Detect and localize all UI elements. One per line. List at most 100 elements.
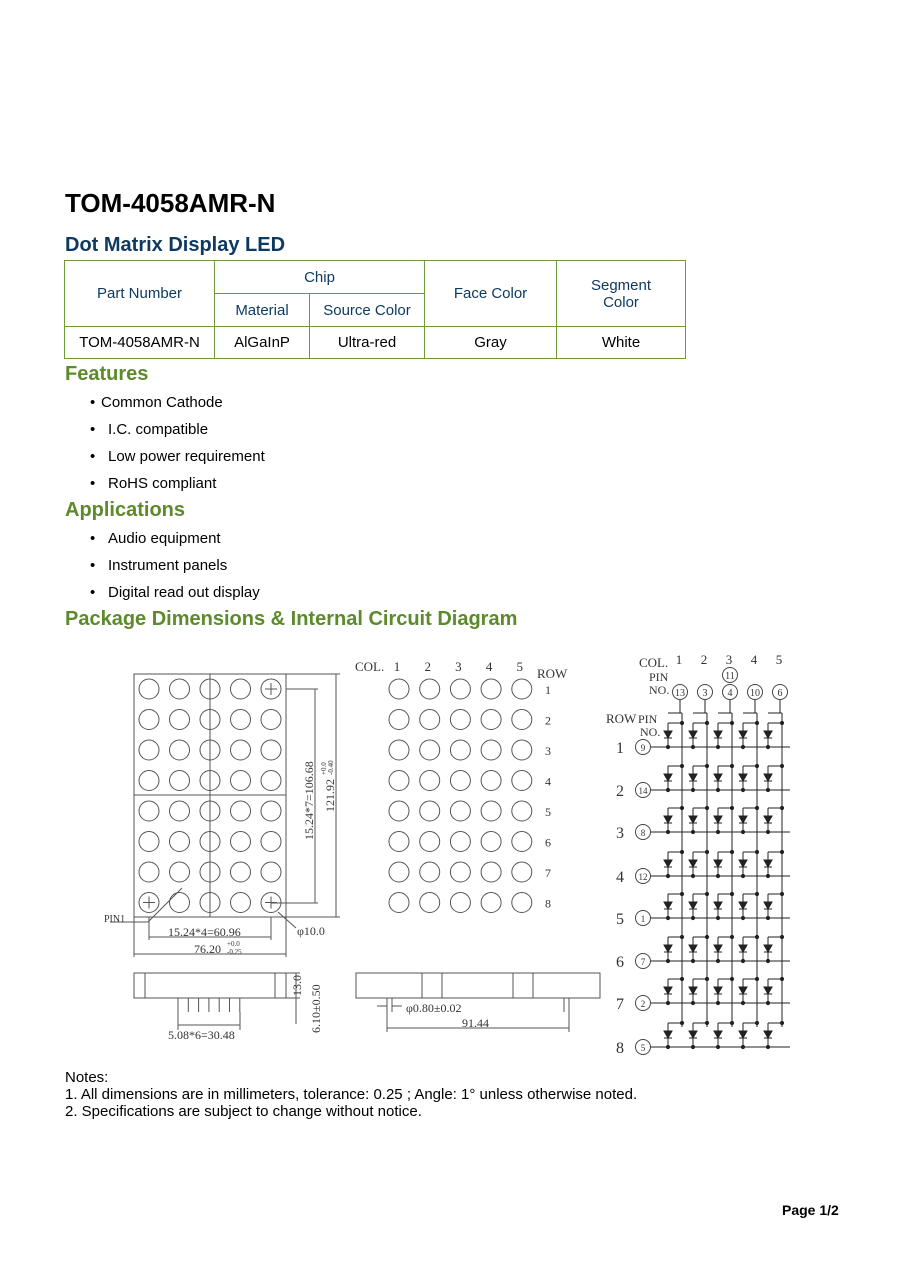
row-pin-number: 8 [641,828,646,838]
junction [779,763,785,769]
dot-outline [260,861,282,883]
junction [715,1000,721,1006]
junction [754,849,760,855]
matrix-row-number: 5 [545,805,551,819]
dim-height: 121.92 [323,779,337,812]
pin1-label: PIN1 [104,914,125,925]
dot-outline [199,861,221,883]
row-pin-number: 1 [641,914,646,924]
junction [690,787,696,793]
matrix-dot [388,678,410,700]
led-diode [763,901,773,911]
th-material: Material [214,293,310,327]
junction [729,849,735,855]
col-pin-number: 13 [675,688,685,699]
junction [679,976,685,982]
junction [665,873,671,879]
junction [740,873,746,879]
col-pin-circle [697,684,713,700]
col-pin-circle [672,684,688,700]
junction [665,829,671,835]
led-diode [688,944,698,954]
junction [665,1000,671,1006]
col-pin-circle [722,684,738,700]
matrix-dot [449,831,471,852]
dot-outline [169,770,190,791]
dot-outline [230,709,251,730]
dot-outline [230,739,251,761]
junction [679,763,685,769]
junction [740,1000,746,1006]
circuit-col-number: 5 [776,652,783,667]
junction [729,976,735,982]
row-pin-number: 5 [641,1043,646,1053]
led-diode [663,1030,673,1040]
led-diode [738,986,748,996]
page-number: Page 1/2 [782,1202,839,1218]
junction [729,891,735,897]
led-diode [763,815,773,825]
dot-outline [199,739,221,761]
matrix-row-number: 3 [545,744,551,758]
package-heading: Package Dimensions & Internal Circuit Di… [65,608,518,630]
led-diode [713,944,723,954]
dim-pitch-h: 15.24*4=60.96 [168,925,241,939]
dim-pitch-v: 15.24*7=106.68 [302,761,316,840]
junction [765,829,771,835]
dot-outline [260,831,282,852]
matrix-dot [480,831,502,852]
led-diode [763,859,773,869]
led-diode [663,901,673,911]
junction [690,744,696,750]
matrix-dot [419,800,441,822]
junction [765,873,771,879]
dim-height-tol-lower: -0.40 [327,760,335,775]
led-diode [688,901,698,911]
matrix-dot [480,739,502,761]
junction [779,891,785,897]
junction [740,915,746,921]
td-part-number: TOM-4058AMR-N [64,326,215,359]
row-pin-circle [635,782,651,798]
list-item: •RoHS compliant [90,475,217,492]
matrix-dot [449,709,471,730]
notes-title: Notes: [65,1069,109,1086]
junction [754,720,760,726]
junction [704,976,710,982]
td-material: AlGaInP [214,326,310,359]
junction [740,787,746,793]
circuit-row-number: 1 [616,740,624,757]
junction [765,744,771,750]
col-pin-circle [747,684,763,700]
led-diode [763,986,773,996]
matrix-dot [388,831,410,852]
junction [665,958,671,964]
row-pin-circle [635,824,651,840]
led-diode [663,730,673,740]
circuit-row-number: 6 [616,954,624,971]
col-pin-number: 3 [703,688,708,699]
row-pin-circle [635,1039,651,1055]
document-title: TOM-4058AMR-N [65,188,276,218]
junction [779,1020,785,1026]
document-subtitle: Dot Matrix Display LED [65,234,286,256]
dim-pin-len: 6.10±0.50 [309,984,323,1033]
matrix-dot [511,678,533,700]
junction [715,744,721,750]
junction [704,1020,710,1026]
dot-outline [199,831,221,852]
led-diode [763,944,773,954]
dim-width-tol-lower: -0.25 [227,948,242,956]
dot-outline [138,739,160,761]
junction [704,763,710,769]
row-pin-number: 7 [641,957,646,967]
junction [729,720,735,726]
junction [765,915,771,921]
junction [690,1044,696,1050]
circuit-col-number: 2 [701,652,708,667]
junction [754,805,760,811]
junction [765,787,771,793]
led-diode [713,773,723,783]
dim-height-tol-upper: +0.0 [320,762,328,775]
junction [679,1020,685,1026]
